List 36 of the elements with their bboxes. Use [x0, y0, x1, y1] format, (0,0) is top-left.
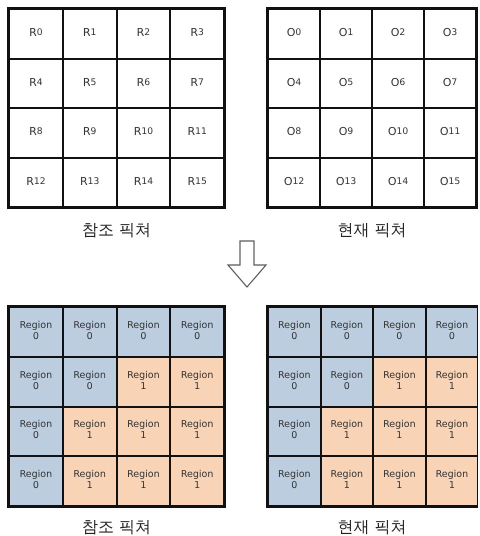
- region-cell: Region 1: [320, 406, 374, 456]
- grid-caption: 현재 픽쳐: [337, 517, 407, 536]
- region-cell: Region 0: [268, 406, 321, 456]
- region-cell: Region 0: [9, 406, 63, 456]
- region-cell: Region 0: [320, 356, 374, 406]
- grid-caption: 현재 픽쳐: [337, 220, 407, 241]
- region-cell: Region 0: [268, 456, 321, 506]
- region-cell: Region 1: [62, 406, 116, 456]
- region-cell: Region 0: [9, 356, 63, 406]
- region-cell: Region 0: [9, 307, 63, 357]
- region-cell: Region 1: [373, 406, 426, 456]
- region-cell: Region 1: [170, 406, 224, 456]
- region-cell: Region 1: [116, 456, 170, 506]
- region-cell: Region 1: [170, 356, 224, 406]
- grid-caption: 참조 픽쳐: [82, 220, 152, 241]
- region-cell: Region 1: [116, 406, 170, 456]
- region-cell: Region 1: [426, 406, 478, 456]
- region-cell: Region 1: [62, 456, 116, 506]
- region-cell: Region 0: [268, 307, 321, 357]
- region-cell: Region 0: [373, 307, 426, 357]
- region-cell: Region 0: [62, 307, 116, 357]
- region-cell: Region 0: [170, 307, 224, 357]
- grid-caption: 참조 픽쳐: [82, 517, 152, 536]
- region-cell: Region 1: [373, 356, 426, 406]
- region-cell: Region 0: [320, 307, 374, 357]
- region-cell: Region 1: [170, 456, 224, 506]
- region-cell: Region 0: [9, 456, 63, 506]
- region-cell: Region 0: [426, 307, 478, 357]
- region-cell: Region 1: [373, 456, 426, 506]
- region-cell: Region 0: [62, 356, 116, 406]
- region-cell: Region 1: [426, 356, 478, 406]
- region-cell: Region 1: [116, 356, 170, 406]
- region-cell: Region 1: [320, 456, 374, 506]
- region-cell: Region 1: [426, 456, 478, 506]
- region-cell: Region 0: [268, 356, 321, 406]
- region-cell: Region 0: [116, 307, 170, 357]
